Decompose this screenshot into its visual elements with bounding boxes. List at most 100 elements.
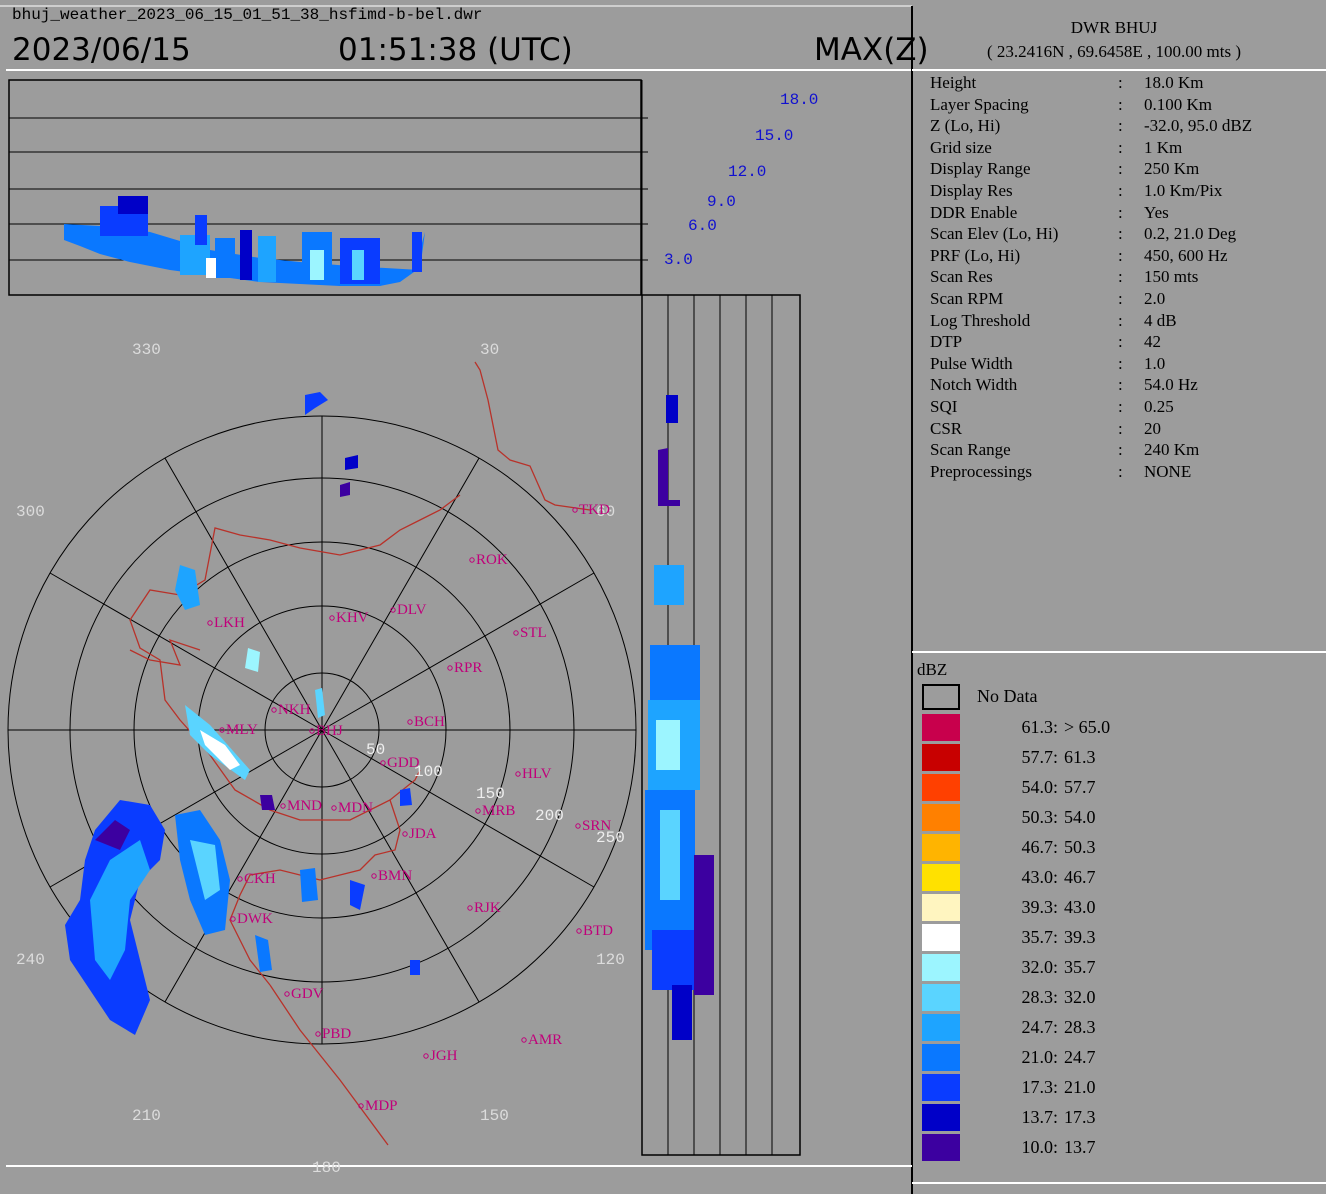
- parameter-colon: :: [1118, 353, 1123, 373]
- legend-swatch: [922, 864, 960, 891]
- parameter-colon: :: [1118, 440, 1123, 460]
- range-label: 50: [366, 741, 385, 759]
- file-name: bhuj_weather_2023_06_15_01_51_38_hsfimd-…: [12, 6, 483, 24]
- legend-high: 54.0: [1064, 807, 1096, 827]
- station-marker: [309, 728, 315, 734]
- parameter-colon: :: [1118, 461, 1123, 481]
- parameter-colon: :: [1118, 159, 1123, 179]
- azimuth-labels: 330 30 300 60 240 120 210 150 180: [16, 341, 625, 1177]
- station-label: JDA: [409, 826, 437, 842]
- azimuth-label: 30: [480, 341, 499, 359]
- legend-high: 24.7: [1064, 1047, 1096, 1067]
- height-labels: 18.0 15.0 12.0 9.0 6.0 3.0: [664, 91, 818, 269]
- legend-high: > 65.0: [1064, 717, 1111, 737]
- station-label: GDV: [291, 986, 324, 1002]
- top-section-panel: [8, 79, 648, 296]
- parameter-key: Scan Elev (Lo, Hi): [930, 224, 1059, 244]
- parameter-colon: :: [1118, 224, 1123, 244]
- legend-low: 28.3:: [1021, 987, 1058, 1007]
- parameter-value: 450, 600 Hz: [1144, 245, 1228, 265]
- legend-swatch: [922, 924, 960, 951]
- station-marker: [469, 557, 475, 563]
- legend-swatch: [922, 774, 960, 801]
- legend-low: 43.0:: [1021, 867, 1058, 887]
- parameter-colon: :: [1118, 245, 1123, 265]
- legend-swatch: [922, 954, 960, 981]
- parameter-value: 1.0: [1144, 353, 1166, 373]
- station-marker: [315, 1031, 321, 1037]
- parameter-colon: :: [1118, 94, 1123, 114]
- parameter-colon: :: [1118, 310, 1123, 330]
- station-label: MLY: [226, 722, 258, 738]
- parameter-value: 2.0: [1144, 289, 1166, 308]
- info-panel-frame: [912, 69, 1326, 1184]
- station-label: MDN: [338, 800, 373, 816]
- height-label: 6.0: [688, 217, 717, 235]
- legend-swatch: [922, 1014, 960, 1041]
- legend-swatch: [922, 714, 960, 741]
- station-label: DLV: [397, 602, 427, 618]
- legend-low: 50.3:: [1021, 807, 1058, 827]
- station-label: AMR: [528, 1032, 562, 1048]
- station-label: STL: [520, 625, 547, 641]
- station-label: PBD: [322, 1026, 351, 1042]
- legend-high: 43.0: [1064, 897, 1096, 917]
- parameter-value: 150 mts: [1144, 267, 1199, 287]
- station-label: BTD: [583, 923, 613, 939]
- station-marker: [271, 707, 277, 713]
- station-label: MND: [287, 798, 322, 814]
- parameter-key: Layer Spacing: [930, 94, 1029, 114]
- legend-high: 39.3: [1064, 927, 1096, 947]
- legend-low: 17.3:: [1021, 1077, 1058, 1097]
- station-marker: [280, 803, 286, 809]
- station-marker: [331, 805, 337, 811]
- parameter-colon: :: [1118, 397, 1123, 416]
- station-label: MRB: [482, 803, 515, 819]
- scan-time: 01:51:38 (UTC): [338, 32, 573, 68]
- legend-low: 57.7:: [1021, 747, 1058, 767]
- height-label: 3.0: [664, 251, 693, 269]
- parameter-key: Preprocessings: [930, 461, 1032, 481]
- legend-low: 39.3:: [1021, 897, 1058, 917]
- station-marker: [515, 771, 521, 777]
- parameter-colon: :: [1118, 289, 1123, 308]
- parameter-value: 1.0 Km/Pix: [1144, 181, 1223, 200]
- station-marker: [371, 873, 377, 879]
- height-label: 15.0: [755, 127, 793, 145]
- parameter-key: PRF (Lo, Hi): [930, 245, 1021, 265]
- coastline-outline: [129, 361, 591, 1146]
- azimuth-spoke: [49, 572, 323, 731]
- station-marker: [407, 719, 413, 725]
- parameter-colon: :: [1118, 181, 1123, 200]
- azimuth-spoke: [321, 729, 480, 1003]
- station-label: NKH: [278, 702, 311, 718]
- station-marker: [329, 615, 335, 621]
- legend-swatch: [922, 834, 960, 861]
- legend-swatch: [922, 1074, 960, 1101]
- station-label: RJK: [474, 900, 501, 916]
- station-marker: [237, 876, 243, 882]
- ppi-plot: [7, 361, 637, 1146]
- station-marker: [467, 905, 473, 911]
- product-name: MAX(Z): [814, 32, 929, 68]
- legend-high: 46.7: [1064, 867, 1096, 887]
- legend-swatch: [922, 744, 960, 771]
- legend-high: 13.7: [1064, 1137, 1096, 1157]
- legend-high: 21.0: [1064, 1077, 1096, 1097]
- range-labels: 50 100 150 200 250: [366, 741, 625, 847]
- station-marker: [219, 727, 225, 733]
- station-marker: [576, 928, 582, 934]
- legend-swatch: [922, 1044, 960, 1071]
- height-label: 18.0: [780, 91, 818, 109]
- station-label: MDP: [365, 1098, 398, 1114]
- station-label: RPR: [454, 660, 482, 676]
- azimuth-spoke: [164, 457, 323, 731]
- station-label: BCH: [414, 714, 445, 730]
- parameter-key: Notch Width: [930, 375, 1018, 395]
- azimuth-label: 330: [132, 341, 161, 359]
- azimuth-label: 60: [596, 503, 615, 521]
- parameter-key: Z (Lo, Hi): [930, 116, 1001, 136]
- parameter-value: -32.0, 95.0 dBZ: [1144, 116, 1253, 136]
- station-marker: [423, 1053, 429, 1059]
